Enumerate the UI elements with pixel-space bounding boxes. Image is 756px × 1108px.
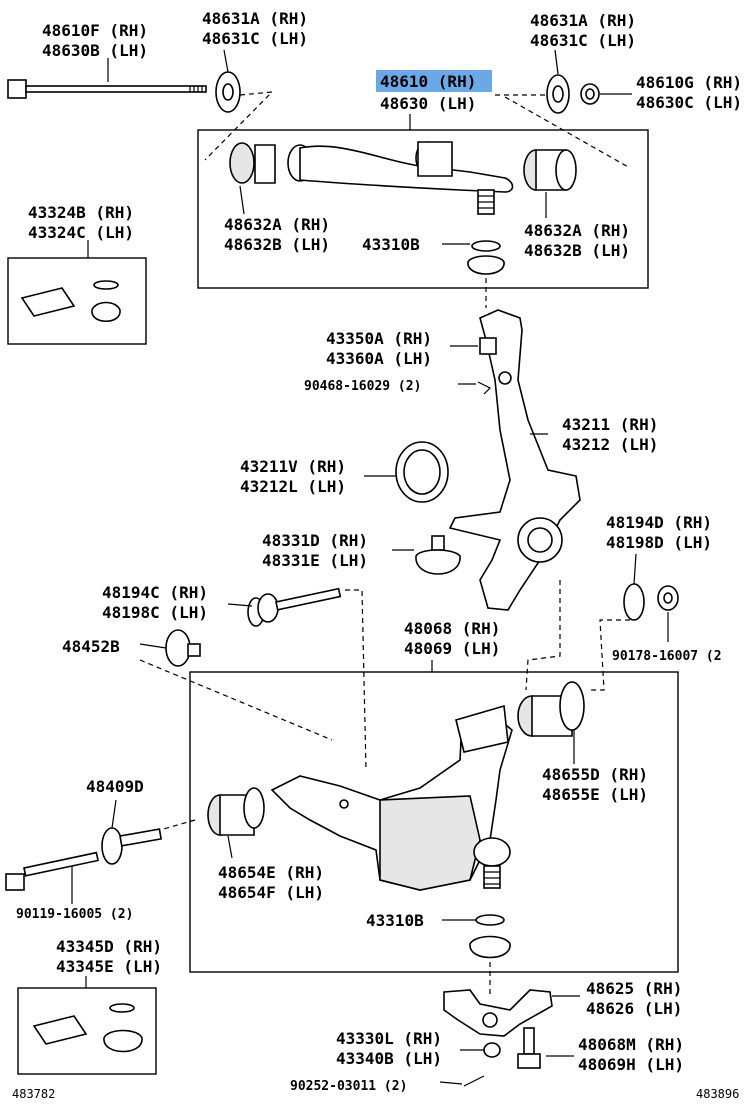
label-90252[interactable]: 90252-03011 (2) (290, 1079, 407, 1094)
bump-stopper-48331D-icon[interactable] (415, 535, 461, 575)
washer-48631A-right-icon[interactable] (546, 74, 570, 114)
bolt-48610F-icon[interactable] (7, 79, 207, 99)
leader-dash (345, 589, 367, 771)
lower-control-arm-icon[interactable] (270, 704, 513, 891)
label-48610F[interactable]: 48610F (RH) (42, 21, 148, 40)
label-48632A-left[interactable]: 48632A (RH) (224, 215, 330, 234)
label-43360A[interactable]: 43360A (LH) (326, 349, 432, 368)
cotter-pin-90468-icon[interactable] (477, 381, 492, 395)
upper-kit-boot-icon[interactable] (91, 280, 121, 323)
lower-kit-box (17, 987, 157, 1075)
label-48630[interactable]: 48630 (LH) (380, 94, 476, 113)
knuckle-arm-48625-icon[interactable] (443, 989, 553, 1037)
bolt-48068M-icon[interactable] (517, 1027, 541, 1069)
selected-part-highlight (376, 70, 492, 92)
label-43345D[interactable]: 43345D (RH) (56, 937, 162, 956)
label-48631A-left[interactable]: 48631A (RH) (202, 9, 308, 28)
label-48194D[interactable]: 48194D (RH) (606, 513, 712, 532)
cotter-pin-90252-icon[interactable] (463, 1075, 485, 1087)
dust-boot-upper-icon[interactable] (467, 240, 505, 275)
label-48654F[interactable]: 48654F (LH) (218, 883, 324, 902)
label-48654E[interactable]: 48654E (RH) (218, 863, 324, 882)
label-48610-selected[interactable]: 48610 (RH) (380, 72, 476, 91)
label-48194C[interactable]: 48194C (RH) (102, 583, 208, 602)
label-43211V[interactable]: 43211V (RH) (240, 457, 346, 476)
label-48610G[interactable]: 48610G (RH) (636, 73, 742, 92)
bushing-48655D-icon[interactable] (517, 681, 585, 737)
label-48625[interactable]: 48625 (RH) (586, 979, 682, 998)
upper-arm-group-box (197, 129, 649, 289)
label-48655D[interactable]: 48655D (RH) (542, 765, 648, 784)
label-43330L[interactable]: 43330L (RH) (336, 1029, 442, 1048)
bushing-48654E-icon[interactable] (207, 787, 265, 836)
bushing-43350A-icon[interactable] (479, 337, 497, 355)
nut-43330L-icon[interactable] (483, 1042, 501, 1058)
label-43310B-upper[interactable]: 43310B (362, 235, 420, 254)
label-48331D[interactable]: 48331D (RH) (262, 531, 368, 550)
label-48631C-left[interactable]: 48631C (LH) (202, 29, 308, 48)
label-48632B-left[interactable]: 48632B (LH) (224, 235, 330, 254)
cam-plate-48194D-icon[interactable] (623, 583, 645, 621)
label-48631A-right[interactable]: 48631A (RH) (530, 11, 636, 30)
label-48068[interactable]: 48068 (RH) (404, 619, 500, 638)
label-90468[interactable]: 90468-16029 (2) (304, 379, 421, 394)
lower-arm-group-box (189, 671, 679, 973)
ref-number-left: 483782 (12, 1087, 55, 1101)
label-48331E[interactable]: 48331E (LH) (262, 551, 368, 570)
label-48068M[interactable]: 48068M (RH) (578, 1035, 684, 1054)
upper-control-arm-icon[interactable] (229, 141, 514, 215)
leader-dash (495, 94, 631, 169)
label-48198C[interactable]: 48198C (LH) (102, 603, 208, 622)
label-43324B[interactable]: 43324B (RH) (28, 203, 134, 222)
leader-dash (525, 580, 561, 691)
upper-kit-grease-pack-icon[interactable] (20, 287, 76, 317)
lower-kit-grease-pack-icon[interactable] (32, 1015, 88, 1045)
label-48069H[interactable]: 48069H (LH) (578, 1055, 684, 1074)
dust-boot-lower-icon[interactable] (469, 914, 511, 959)
cam-bolt-48194C-icon[interactable] (247, 587, 342, 627)
label-90119[interactable]: 90119-16005 (2) (16, 907, 133, 922)
ref-number-right: 483896 (696, 1087, 739, 1101)
leader-lines (71, 49, 669, 1085)
label-90178[interactable]: 90178-16007 (2 (612, 649, 722, 664)
ball-joint-lower-icon[interactable] (473, 837, 511, 889)
label-48069[interactable]: 48069 (LH) (404, 639, 500, 658)
nut-90178-icon[interactable] (657, 585, 679, 611)
label-43340B[interactable]: 43340B (LH) (336, 1049, 442, 1068)
bolt-90119-icon[interactable] (5, 851, 99, 891)
upper-kit-box (7, 257, 147, 345)
cam-48409D-icon[interactable] (101, 827, 163, 865)
label-43212[interactable]: 43212 (LH) (562, 435, 658, 454)
leader-dash (139, 659, 333, 741)
bushing-48632A-right-icon[interactable] (523, 149, 577, 191)
washer-48631A-left-icon[interactable] (215, 71, 241, 113)
label-43324C[interactable]: 43324C (LH) (28, 223, 134, 242)
label-48655E[interactable]: 48655E (LH) (542, 785, 648, 804)
label-43310B-lower[interactable]: 43310B (366, 911, 424, 930)
label-48626[interactable]: 48626 (LH) (586, 999, 682, 1018)
label-43345E[interactable]: 43345E (LH) (56, 957, 162, 976)
label-48630B[interactable]: 48630B (LH) (42, 41, 148, 60)
label-48631C-right[interactable]: 48631C (LH) (530, 31, 636, 50)
steering-knuckle-icon[interactable] (448, 309, 581, 611)
nut-48610G-icon[interactable] (580, 83, 600, 105)
label-43211[interactable]: 43211 (RH) (562, 415, 658, 434)
label-48409D[interactable]: 48409D (86, 777, 144, 796)
label-48632A-right[interactable]: 48632A (RH) (524, 221, 630, 240)
label-48198D[interactable]: 48198D (LH) (606, 533, 712, 552)
cam-48452B-icon[interactable] (165, 629, 201, 667)
leader-dash (590, 619, 630, 691)
label-48452B[interactable]: 48452B (62, 637, 120, 656)
label-43212L[interactable]: 43212L (LH) (240, 477, 346, 496)
lower-kit-boot-icon[interactable] (103, 1003, 143, 1053)
label-48630C[interactable]: 48630C (LH) (636, 93, 742, 112)
leader-dash (204, 91, 274, 161)
label-43350A[interactable]: 43350A (RH) (326, 329, 432, 348)
label-48632B-right[interactable]: 48632B (LH) (524, 241, 630, 260)
oil-seal-43211V-icon[interactable] (395, 441, 449, 503)
